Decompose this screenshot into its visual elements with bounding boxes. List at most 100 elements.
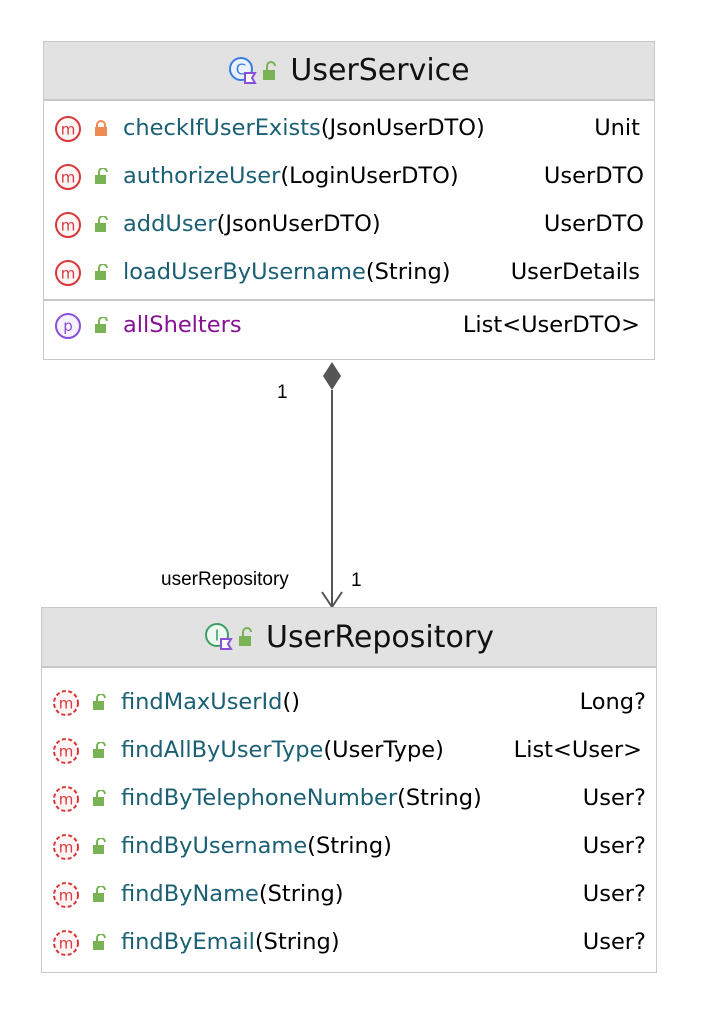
method-row[interactable]: m findByUsername(String) User?	[42, 822, 656, 870]
return-type: UserDetails	[510, 259, 640, 285]
class-userrepository[interactable]: I UserRepository m findMaxUserId() Long?	[41, 607, 657, 973]
svg-text:m: m	[59, 935, 74, 953]
svg-text:m: m	[59, 791, 74, 809]
public-lock-icon	[93, 694, 106, 710]
return-type: Long?	[579, 689, 646, 715]
method-signature: findByUsername(String)	[121, 833, 392, 859]
method-params: (JsonUserDTO)	[320, 115, 485, 141]
abstract-method-icon: m	[53, 786, 79, 812]
abstract-method-icon: m	[53, 930, 79, 956]
svg-text:m: m	[59, 695, 74, 713]
property-icon: p	[55, 313, 81, 339]
arrowhead	[321, 591, 343, 609]
return-type: UserDTO	[543, 211, 644, 237]
method-params: (JsonUserDTO)	[216, 211, 381, 237]
method-signature: findMaxUserId()	[121, 689, 300, 715]
method-params: (String)	[254, 929, 340, 955]
method-row[interactable]: m loadUserByUsername(String) UserDetails	[44, 248, 654, 296]
method-row[interactable]: m findByName(String) User?	[42, 870, 656, 918]
method-name: findByTelephoneNumber	[121, 785, 398, 811]
method-name: findByName	[121, 881, 259, 907]
method-params: (String)	[307, 833, 392, 859]
abstract-method-icon: m	[53, 882, 79, 908]
return-type: User?	[582, 785, 646, 811]
method-params: ()	[282, 689, 300, 715]
method-signature: authorizeUser(LoginUserDTO)	[123, 163, 459, 189]
public-lock-icon	[95, 264, 108, 280]
abstract-method-icon: m	[53, 834, 79, 860]
method-name: checkIfUserExists	[123, 115, 321, 141]
return-type: User?	[582, 833, 646, 859]
public-lock-icon	[93, 742, 106, 758]
svg-text:m: m	[61, 217, 76, 235]
class-header-userservice: C UserService	[44, 42, 654, 101]
method-name: loadUserByUsername	[123, 259, 366, 285]
method-row[interactable]: m findByTelephoneNumber(String) User?	[42, 774, 656, 822]
method-row[interactable]: m addUser(JsonUserDTO) UserDTO	[44, 200, 654, 248]
method-row[interactable]: m findAllByUserType(UserType) List<User>	[42, 726, 656, 774]
public-lock-icon	[95, 317, 108, 333]
public-lock-icon	[95, 216, 108, 232]
return-type: User?	[582, 881, 646, 907]
return-type: Unit	[594, 115, 640, 141]
class-kind-icons: I	[204, 622, 254, 652]
class-name: UserService	[290, 53, 470, 88]
method-name: authorizeUser	[123, 163, 281, 189]
method-signature: findByName(String)	[121, 881, 344, 907]
method-row[interactable]: m authorizeUser(LoginUserDTO) UserDTO	[44, 152, 654, 200]
method-signature: findAllByUserType(UserType)	[121, 737, 444, 763]
class-userservice[interactable]: C UserService m checkIfUserExists(JsonUs…	[43, 41, 655, 360]
method-row[interactable]: m findByEmail(String) User?	[42, 918, 656, 966]
class-name: UserRepository	[266, 619, 494, 655]
class-icon: C	[229, 56, 258, 84]
properties-section: p allShelters List<UserDTO>	[44, 299, 654, 349]
svg-text:m: m	[61, 169, 76, 187]
abstract-method-icon: m	[53, 690, 79, 716]
svg-text:I: I	[215, 627, 219, 645]
private-lock-icon	[95, 120, 107, 136]
target-multiplicity: 1	[351, 570, 362, 591]
method-name: findAllByUserType	[121, 737, 324, 763]
method-params: (LoginUserDTO)	[280, 163, 459, 189]
method-icon: m	[55, 260, 81, 286]
svg-text:m: m	[61, 265, 76, 283]
property-name: allShelters	[123, 312, 242, 338]
method-name: findByUsername	[121, 833, 308, 859]
source-multiplicity: 1	[277, 382, 288, 403]
svg-text:C: C	[236, 60, 246, 78]
return-type: List<User>	[513, 737, 642, 763]
method-name: findByEmail	[121, 929, 255, 955]
method-params: (UserType)	[323, 737, 444, 763]
method-signature: checkIfUserExists(JsonUserDTO)	[123, 115, 485, 141]
public-lock-icon	[239, 627, 253, 646]
method-icon: m	[55, 212, 81, 238]
method-icon: m	[55, 164, 81, 190]
method-signature: loadUserByUsername(String)	[123, 259, 451, 285]
interface-icon: I	[205, 623, 233, 650]
method-params: (String)	[258, 881, 344, 907]
public-lock-icon	[93, 838, 106, 854]
svg-text:m: m	[61, 121, 76, 139]
method-params: (String)	[397, 785, 482, 811]
public-lock-icon	[95, 168, 108, 184]
method-signature: findByEmail(String)	[121, 929, 340, 955]
public-lock-icon	[263, 60, 277, 80]
class-header-userrepository: I UserRepository	[42, 608, 656, 668]
svg-text:m: m	[59, 743, 74, 761]
return-type: UserDTO	[543, 163, 644, 189]
method-row[interactable]: m checkIfUserExists(JsonUserDTO) Unit	[44, 104, 654, 152]
property-row[interactable]: p allShelters List<UserDTO>	[44, 301, 654, 349]
public-lock-icon	[93, 934, 106, 950]
method-signature: addUser(JsonUserDTO)	[123, 211, 381, 237]
public-lock-icon	[93, 790, 106, 806]
class-kind-icons: C	[228, 56, 278, 86]
method-icon: m	[55, 116, 81, 142]
svg-text:m: m	[59, 887, 74, 905]
role-name: userRepository	[161, 569, 289, 590]
public-lock-icon	[93, 886, 106, 902]
method-name: addUser	[123, 211, 217, 237]
property-type: List<UserDTO>	[462, 312, 640, 338]
method-row[interactable]: m findMaxUserId() Long?	[42, 678, 656, 726]
svg-text:m: m	[59, 839, 74, 857]
svg-text:p: p	[63, 317, 73, 335]
